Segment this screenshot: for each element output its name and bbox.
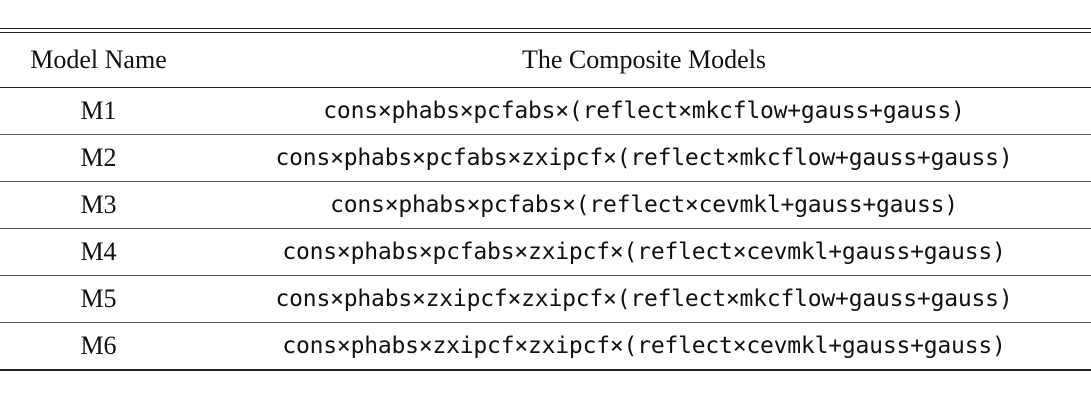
row-separator: [0, 322, 1091, 323]
row-model-name: M6: [80, 331, 117, 360]
row-model-name: M5: [80, 284, 117, 313]
composite-models-table: Model Name The Composite Models M1 cons×…: [0, 28, 1091, 371]
table-top-rule-inner: [0, 32, 1091, 33]
row-composite-model: cons×phabs×zxipcf×zxipcf×(reflect×cevmkl…: [282, 333, 1006, 359]
row-model-name: M1: [80, 96, 117, 125]
table-row: M3 cons×phabs×pcfabs×(reflect×cevmkl+gau…: [0, 182, 1091, 228]
row-composite-model: cons×phabs×pcfabs×zxipcf×(reflect×cevmkl…: [282, 239, 1006, 265]
row-separator: [0, 275, 1091, 276]
row-separator: [0, 181, 1091, 182]
row-model-name: M4: [80, 237, 117, 266]
row-model-name: M2: [80, 143, 117, 172]
table-row: M2 cons×phabs×pcfabs×zxipcf×(reflect×mkc…: [0, 135, 1091, 181]
row-composite-model: cons×phabs×zxipcf×zxipcf×(reflect×mkcflo…: [275, 286, 1013, 312]
row-composite-model: cons×phabs×pcfabs×(reflect×cevmkl+gauss+…: [330, 192, 958, 218]
header-composite-models: The Composite Models: [521, 45, 767, 74]
header-model-name: Model Name: [30, 45, 167, 74]
row-separator: [0, 134, 1091, 135]
row-composite-model: cons×phabs×pcfabs×zxipcf×(reflect×mkcflo…: [275, 145, 1013, 171]
table-row: M5 cons×phabs×zxipcf×zxipcf×(reflect×mkc…: [0, 276, 1091, 322]
row-composite-model: cons×phabs×pcfabs×(reflect×mkcflow+gauss…: [323, 98, 965, 124]
table-top-rule: [0, 28, 1091, 29]
table-row: M1 cons×phabs×pcfabs×(reflect×mkcflow+ga…: [0, 88, 1091, 134]
row-model-name: M3: [80, 190, 117, 219]
table-header-row: Model Name The Composite Models: [0, 33, 1091, 87]
table-bottom-rule: [0, 369, 1091, 371]
row-separator: [0, 228, 1091, 229]
table-row: M4 cons×phabs×pcfabs×zxipcf×(reflect×cev…: [0, 229, 1091, 275]
table-header-rule: [0, 87, 1091, 88]
table-row: M6 cons×phabs×zxipcf×zxipcf×(reflect×cev…: [0, 323, 1091, 369]
